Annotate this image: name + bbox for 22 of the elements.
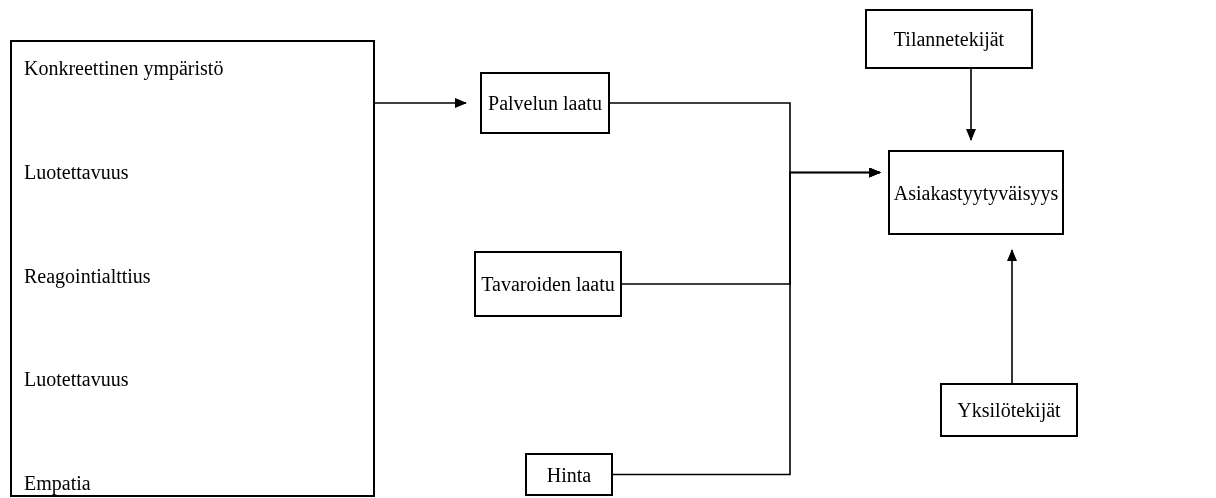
- arrow: [374, 98, 467, 108]
- box-label: Palvelun laatu: [488, 91, 602, 115]
- box-label: Reagointialttius: [24, 263, 152, 288]
- box-label: Yksilötekijät: [957, 398, 1061, 422]
- arrow: [966, 68, 976, 141]
- list-box: [10, 40, 375, 497]
- process-box: [865, 9, 1033, 69]
- box-label: Tilannetekijät: [893, 27, 1005, 51]
- process-box: [940, 383, 1078, 437]
- box-label: Hinta: [546, 462, 592, 487]
- process-box: [480, 72, 610, 134]
- process-box: [888, 150, 1064, 235]
- box-label: Asiakastyytyväisyys: [893, 180, 1059, 205]
- process-box: [474, 251, 622, 317]
- box-label: Empatia: [24, 471, 92, 495]
- arrow: [1007, 249, 1017, 384]
- box-label: Luotettavuus: [24, 159, 130, 184]
- process-box: [525, 453, 613, 496]
- box-label: Luotettavuus: [24, 367, 130, 392]
- arrow: [612, 167, 881, 476]
- box-label: Tavaroiden laatu: [481, 272, 615, 296]
- box-label: Konkreettinen ympäristö: [24, 56, 225, 80]
